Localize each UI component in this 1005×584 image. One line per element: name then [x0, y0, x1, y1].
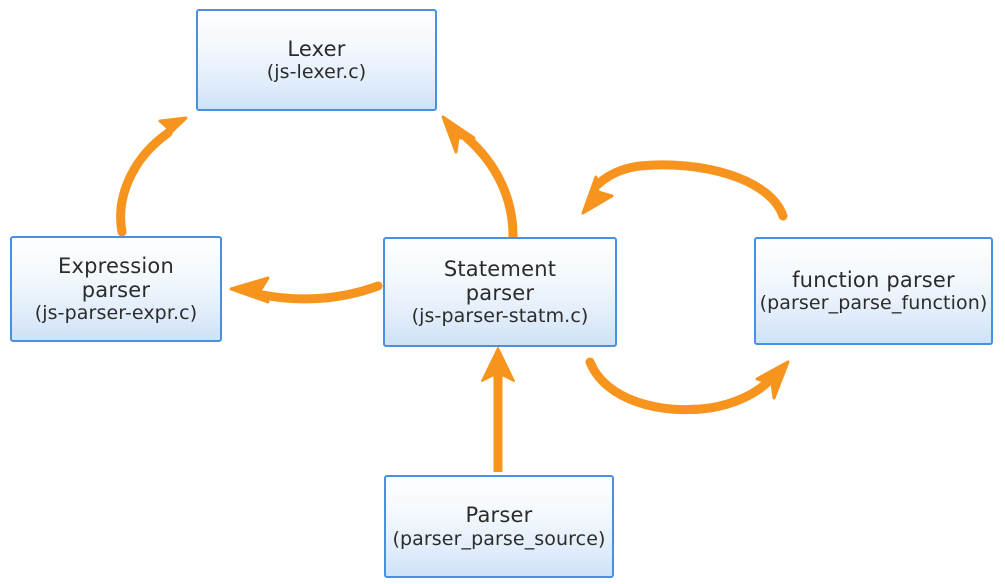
node-statement-parser-subtitle: (js-parser-statm.c)	[411, 305, 589, 328]
node-function-parser[interactable]: function parser (parser_parse_function)	[754, 237, 993, 345]
node-lexer-subtitle: (js-lexer.c)	[266, 61, 367, 84]
node-expression-parser-subtitle: (js-parser-expr.c)	[34, 302, 198, 325]
node-expression-parser[interactable]: Expression parser (js-parser-expr.c)	[10, 236, 222, 342]
node-lexer[interactable]: Lexer (js-lexer.c)	[196, 9, 437, 111]
node-parser[interactable]: Parser (parser_parse_source)	[384, 475, 614, 578]
node-lexer-title: Lexer	[287, 36, 346, 61]
arrow-expression-to-lexer	[116, 116, 188, 237]
node-expression-parser-title: Expression	[58, 253, 174, 278]
node-statement-parser-title-line2: parser	[465, 280, 535, 305]
node-statement-parser[interactable]: Statement parser (js-parser-statm.c)	[383, 237, 617, 347]
node-function-parser-subtitle: (parser_parse_function)	[759, 292, 988, 315]
node-function-parser-title: function parser	[792, 267, 955, 292]
node-parser-title: Parser	[465, 503, 533, 528]
node-statement-parser-title: Statement	[443, 256, 557, 281]
node-expression-parser-title-line2: parser	[81, 277, 151, 302]
arrow-statement-to-function	[585, 357, 790, 415]
arrow-parser-to-statement	[481, 347, 515, 472]
arrow-statement-to-expression	[229, 276, 383, 304]
arrow-function-to-statement	[581, 160, 788, 221]
arrow-statement-to-lexer	[441, 115, 518, 241]
node-parser-subtitle: (parser_parse_source)	[392, 527, 606, 550]
